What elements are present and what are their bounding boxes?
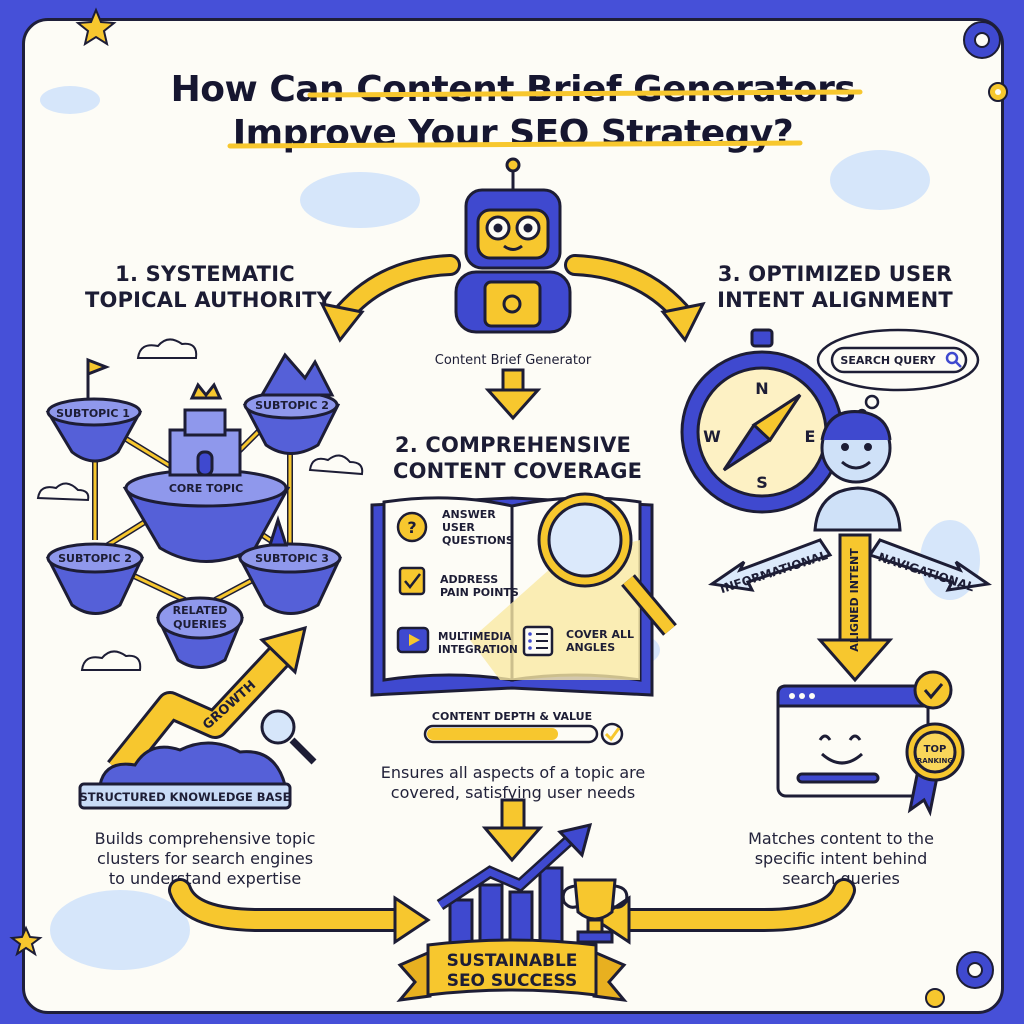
gear-icon — [925, 988, 945, 1008]
section2-heading-line2: CONTENT COVERAGE — [393, 459, 643, 483]
compass-e: E — [805, 427, 816, 446]
section2-desc-line1: Ensures all aspects of a topic are — [380, 763, 646, 782]
video-icon — [396, 626, 430, 654]
item-answer-line2: USER — [442, 521, 475, 534]
item-address-line1: ADDRESS — [440, 573, 498, 586]
node-subtopic1: SUBTOPIC 1 — [56, 407, 130, 420]
section2-desc-line2: covered, satisfying user needs — [390, 783, 636, 802]
island-subtopic2-left — [45, 542, 145, 615]
node-subtopic3: SUBTOPIC 3 — [255, 552, 329, 565]
section1-heading-line1: 1. SYSTEMATIC — [115, 262, 295, 286]
node-subtopic2-left: SUBTOPIC 2 — [58, 552, 132, 565]
growth-arrow — [107, 625, 308, 779]
node-related-line1: RELATED — [173, 604, 228, 617]
node-related-line2: QUERIES — [173, 618, 227, 631]
island-subtopic1 — [45, 357, 143, 463]
arrow-to-section2 — [484, 368, 542, 421]
svg-text:?: ? — [407, 518, 416, 537]
question-icon: ? — [396, 511, 428, 543]
title-underline-2 — [227, 140, 803, 149]
section1-desc-line1: Builds comprehensive topic — [94, 829, 316, 848]
section2-heading-line1: 2. COMPREHENSIVE — [394, 433, 632, 457]
section1-desc-line2: clusters for search engines — [96, 849, 314, 868]
knowledge-cloud — [98, 741, 287, 787]
node-subtopic2-top: SUBTOPIC 2 — [255, 399, 329, 412]
item-multimedia-line1: MULTIMEDIA — [438, 631, 512, 643]
compass-s: S — [756, 473, 768, 492]
intent-arrows — [708, 533, 992, 683]
compass-w: W — [703, 427, 721, 446]
island-core — [122, 382, 291, 563]
browser-window — [776, 684, 930, 798]
user-avatar — [813, 410, 902, 532]
island-subtopic3 — [237, 515, 343, 615]
title-underline-1 — [307, 89, 863, 98]
island-subtopic2-top — [242, 352, 341, 455]
section3-desc-line1: Matches content to the — [748, 829, 934, 848]
checklist-icon — [398, 566, 426, 596]
title-line-1: How Can Content Brief Generators — [170, 69, 856, 110]
cloud-icon — [36, 338, 364, 671]
knowledge-base-banner — [78, 782, 292, 810]
section1-desc-line3: to understand expertise — [108, 869, 302, 888]
aligned-intent-label: ALIGNED INTENT — [848, 548, 861, 652]
gear-icon — [963, 21, 1001, 59]
trophy-icon — [561, 878, 629, 944]
node-core-topic: CORE TOPIC — [169, 482, 243, 495]
item-answer-line1: ANSWER — [442, 508, 496, 521]
gear-icon — [956, 951, 994, 989]
depth-bar-fill — [427, 728, 559, 740]
thought-bubble — [816, 328, 980, 420]
success-banner — [396, 938, 628, 1002]
ranking-badge — [905, 670, 965, 817]
success-line2: SEO SUCCESS — [447, 971, 578, 991]
item-cover-line1: COVER ALL — [566, 628, 634, 641]
badge-line1: TOP — [924, 744, 947, 755]
list-icon — [522, 625, 554, 657]
search-query-text: SEARCH QUERY — [840, 354, 936, 367]
star-icon — [9, 925, 43, 957]
section1-heading-line2: TOPICAL AUTHORITY — [85, 288, 333, 312]
section3-desc-line2: specific intent behind — [754, 849, 928, 868]
badge-line2: RANKING — [917, 757, 954, 765]
generator-label: Content Brief Generator — [434, 353, 592, 368]
item-address-line2: PAIN POINTS — [440, 586, 519, 599]
gear-icon — [988, 82, 1008, 102]
island-related — [155, 596, 244, 669]
magnifier-icon — [537, 492, 677, 636]
check-icon — [600, 722, 624, 746]
item-cover-line2: ANGLES — [566, 641, 615, 654]
depth-label: CONTENT DEPTH & VALUE — [432, 710, 592, 723]
item-multimedia-line2: INTEGRATION — [438, 644, 518, 656]
section3-heading-line1: 3. OPTIMIZED USER — [717, 262, 953, 286]
magnifier-icon — [260, 709, 317, 765]
compass-icon — [680, 328, 844, 514]
arrow-to-success-center — [481, 798, 544, 863]
compass-n: N — [755, 379, 768, 398]
success-line1: SUSTAINABLE — [447, 951, 578, 971]
item-answer-line3: QUESTIONS — [442, 534, 514, 547]
star-icon — [75, 7, 117, 47]
knowledge-base-label: STRUCTURED KNOWLEDGE BASE — [79, 790, 290, 804]
robot-icon — [454, 157, 572, 334]
section3-heading-line2: INTENT ALIGNMENT — [717, 288, 953, 312]
